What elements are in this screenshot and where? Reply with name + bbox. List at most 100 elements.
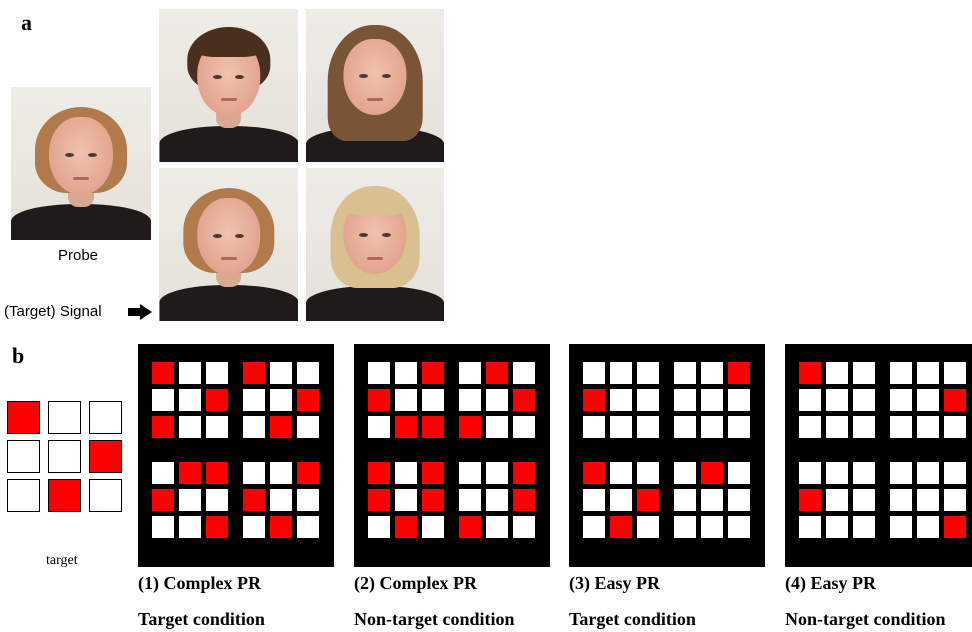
stimulus-cell bbox=[917, 362, 939, 384]
stimulus-quadrant bbox=[243, 462, 319, 538]
stimulus-cell bbox=[152, 416, 174, 438]
stimulus-cell bbox=[368, 489, 390, 511]
stimulus-cell bbox=[853, 489, 875, 511]
target-cell bbox=[48, 440, 81, 473]
stimulus-cell bbox=[368, 462, 390, 484]
stimulus-cell bbox=[152, 362, 174, 384]
stimulus-cell bbox=[459, 489, 481, 511]
stimulus-cell bbox=[270, 416, 292, 438]
stimulus-quadrant bbox=[799, 462, 875, 538]
stimulus-cell bbox=[179, 462, 201, 484]
stimulus-cell bbox=[368, 416, 390, 438]
stimulus-cell bbox=[152, 389, 174, 411]
stimulus-cell bbox=[674, 389, 696, 411]
stimulus-cell bbox=[422, 416, 444, 438]
stimulus-cell bbox=[486, 416, 508, 438]
stimulus-cell bbox=[459, 516, 481, 538]
stimulus-cell bbox=[395, 362, 417, 384]
stimulus-cell bbox=[890, 362, 912, 384]
panel-a-letter: a bbox=[21, 10, 32, 35]
stimulus-cell bbox=[826, 416, 848, 438]
target-label: target bbox=[46, 553, 78, 568]
stimulus-cell bbox=[944, 489, 966, 511]
stimulus-cell bbox=[270, 362, 292, 384]
stimulus-cell bbox=[728, 462, 750, 484]
stimulus-cell bbox=[152, 489, 174, 511]
condition-title-3: (3) Easy PR bbox=[569, 573, 660, 593]
stimulus-cell bbox=[206, 489, 228, 511]
stimulus-cell bbox=[583, 489, 605, 511]
stimulus-cell bbox=[243, 462, 265, 484]
stimulus-cell bbox=[583, 389, 605, 411]
stimulus-cell bbox=[583, 516, 605, 538]
stimulus-cell bbox=[179, 416, 201, 438]
stimulus-panel-2 bbox=[354, 344, 550, 567]
stimulus-cell bbox=[297, 516, 319, 538]
stimulus-cell bbox=[610, 489, 632, 511]
stimulus-cell bbox=[206, 516, 228, 538]
stimulus-cell bbox=[270, 462, 292, 484]
stimulus-cell bbox=[206, 416, 228, 438]
stimulus-cell bbox=[583, 416, 605, 438]
stimulus-cell bbox=[826, 389, 848, 411]
stimulus-cell bbox=[395, 489, 417, 511]
stimulus-cell bbox=[513, 362, 535, 384]
stimulus-cell bbox=[422, 362, 444, 384]
stimulus-cell bbox=[513, 389, 535, 411]
stimulus-cell bbox=[701, 516, 723, 538]
stimulus-cell bbox=[486, 389, 508, 411]
stimulus-cell bbox=[728, 389, 750, 411]
stimulus-quadrant bbox=[890, 362, 966, 438]
stimulus-cell bbox=[917, 516, 939, 538]
stimulus-cell bbox=[179, 489, 201, 511]
stimulus-cell bbox=[583, 462, 605, 484]
stimulus-cell bbox=[917, 389, 939, 411]
stimulus-cell bbox=[637, 489, 659, 511]
stimulus-cell bbox=[944, 416, 966, 438]
stimulus-cell bbox=[297, 389, 319, 411]
target-pattern bbox=[7, 401, 122, 512]
stimulus-cell bbox=[728, 416, 750, 438]
face-photo-probe bbox=[11, 87, 151, 240]
stimulus-cell bbox=[853, 416, 875, 438]
condition-subtitle-2: Non-target condition bbox=[354, 609, 515, 629]
stimulus-cell bbox=[701, 462, 723, 484]
stimulus-cell bbox=[610, 362, 632, 384]
stimulus-cell bbox=[395, 462, 417, 484]
stimulus-quadrant bbox=[583, 462, 659, 538]
stimulus-cell bbox=[486, 362, 508, 384]
stimulus-cell bbox=[243, 362, 265, 384]
stimulus-cell bbox=[637, 362, 659, 384]
stimulus-cell bbox=[206, 462, 228, 484]
arrow-right-icon bbox=[128, 304, 152, 320]
face-photo-bottom-right bbox=[306, 168, 444, 321]
stimulus-cell bbox=[270, 489, 292, 511]
stimulus-quadrant bbox=[152, 362, 228, 438]
stimulus-cell bbox=[513, 516, 535, 538]
stimulus-cell bbox=[853, 389, 875, 411]
target-cell bbox=[89, 440, 122, 473]
stimulus-cell bbox=[799, 416, 821, 438]
panel-b-letter: b bbox=[12, 343, 25, 368]
condition-subtitle-1: Target condition bbox=[138, 609, 265, 629]
stimulus-cell bbox=[152, 462, 174, 484]
stimulus-cell bbox=[368, 516, 390, 538]
stimulus-cell bbox=[395, 516, 417, 538]
stimulus-cell bbox=[799, 362, 821, 384]
stimulus-cell bbox=[917, 416, 939, 438]
stimulus-cell bbox=[422, 462, 444, 484]
stimulus-quadrant bbox=[674, 462, 750, 538]
stimulus-cell bbox=[422, 516, 444, 538]
stimulus-quadrant bbox=[799, 362, 875, 438]
condition-title-4: (4) Easy PR bbox=[785, 573, 876, 593]
stimulus-cell bbox=[297, 489, 319, 511]
stimulus-cell bbox=[206, 362, 228, 384]
signal-label: (Target) Signal bbox=[4, 303, 102, 320]
stimulus-cell bbox=[395, 389, 417, 411]
target-cell bbox=[7, 479, 40, 512]
stimulus-cell bbox=[610, 416, 632, 438]
stimulus-cell bbox=[728, 516, 750, 538]
stimulus-cell bbox=[799, 462, 821, 484]
stimulus-cell bbox=[917, 462, 939, 484]
stimulus-cell bbox=[486, 489, 508, 511]
